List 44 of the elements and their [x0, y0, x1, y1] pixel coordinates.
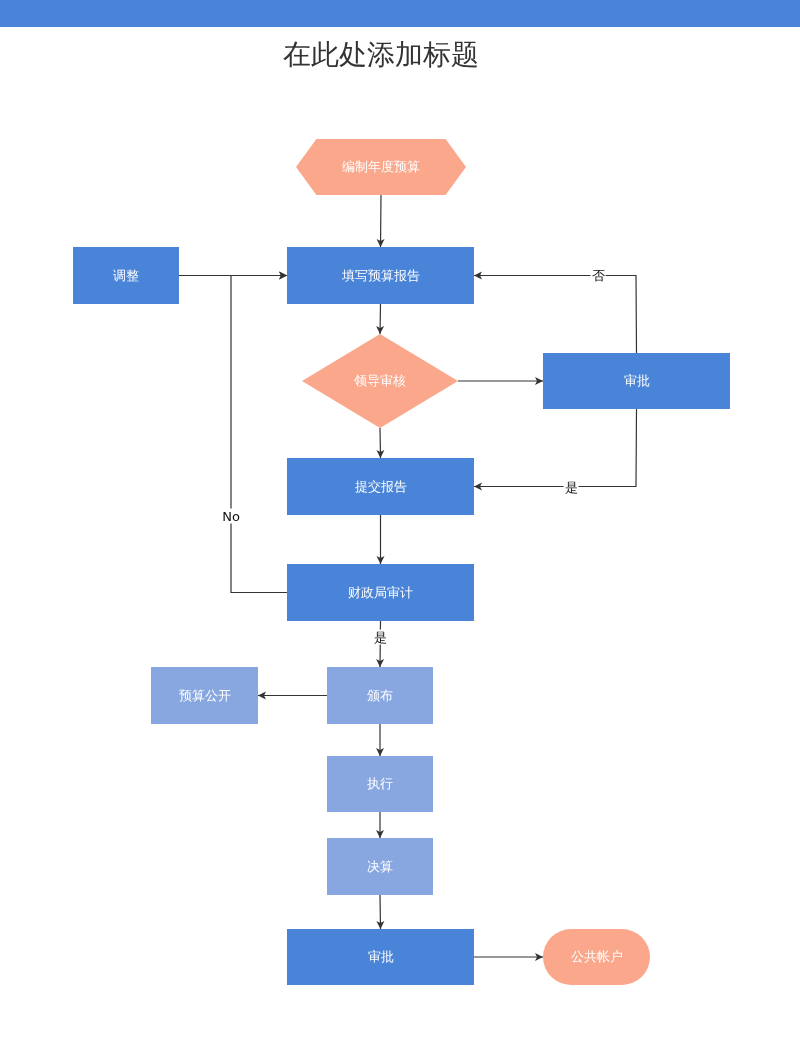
process-box	[327, 838, 433, 895]
connector-arrow	[376, 723, 384, 757]
connector-arrow	[376, 811, 384, 839]
process-box	[287, 247, 474, 304]
connector-arrow	[257, 691, 328, 700]
diagram-title: 在此处添加标题	[282, 37, 480, 73]
connector-arrow	[376, 894, 385, 930]
connector-arrow	[457, 377, 544, 385]
process-box	[543, 353, 730, 409]
process-box	[73, 247, 179, 304]
node-label: 财政局审计	[348, 583, 413, 602]
node-label: 审批	[367, 948, 394, 966]
process-box	[287, 929, 474, 985]
node-label: 调整	[113, 266, 139, 285]
node-label: 公共帐户	[570, 948, 623, 966]
node-label: 审批	[623, 372, 650, 390]
process-box	[151, 667, 258, 724]
node-label: 颁布	[367, 686, 393, 705]
node-label: 领导审核	[354, 372, 406, 390]
connector-arrow	[473, 271, 638, 354]
decision-diamond	[302, 334, 458, 428]
node-label: 执行	[367, 775, 393, 793]
end-terminal	[543, 929, 650, 985]
connector-arrow	[376, 514, 385, 565]
node-label: 提交报告	[354, 477, 407, 496]
connector-arrow	[473, 953, 544, 961]
process-box	[327, 756, 433, 812]
process-box	[327, 667, 433, 724]
connector-arrow	[376, 194, 385, 248]
process-box	[287, 564, 474, 621]
node-label: 填写预算报告	[341, 266, 420, 285]
connector-arrow	[473, 408, 638, 491]
process-box	[287, 458, 474, 515]
edge-label: 是	[563, 479, 579, 495]
connector-arrow	[376, 303, 385, 335]
connector-arrow	[230, 271, 288, 594]
edge-label: No	[221, 508, 241, 524]
start-hexagon	[296, 139, 466, 195]
node-label: 预算公开	[178, 686, 231, 705]
connector-arrow	[376, 427, 385, 459]
edge-label: 否	[590, 267, 606, 283]
node-label: 决算	[367, 857, 393, 876]
edge-label: 是	[372, 629, 388, 645]
node-label: 编制年度预算	[342, 158, 420, 176]
